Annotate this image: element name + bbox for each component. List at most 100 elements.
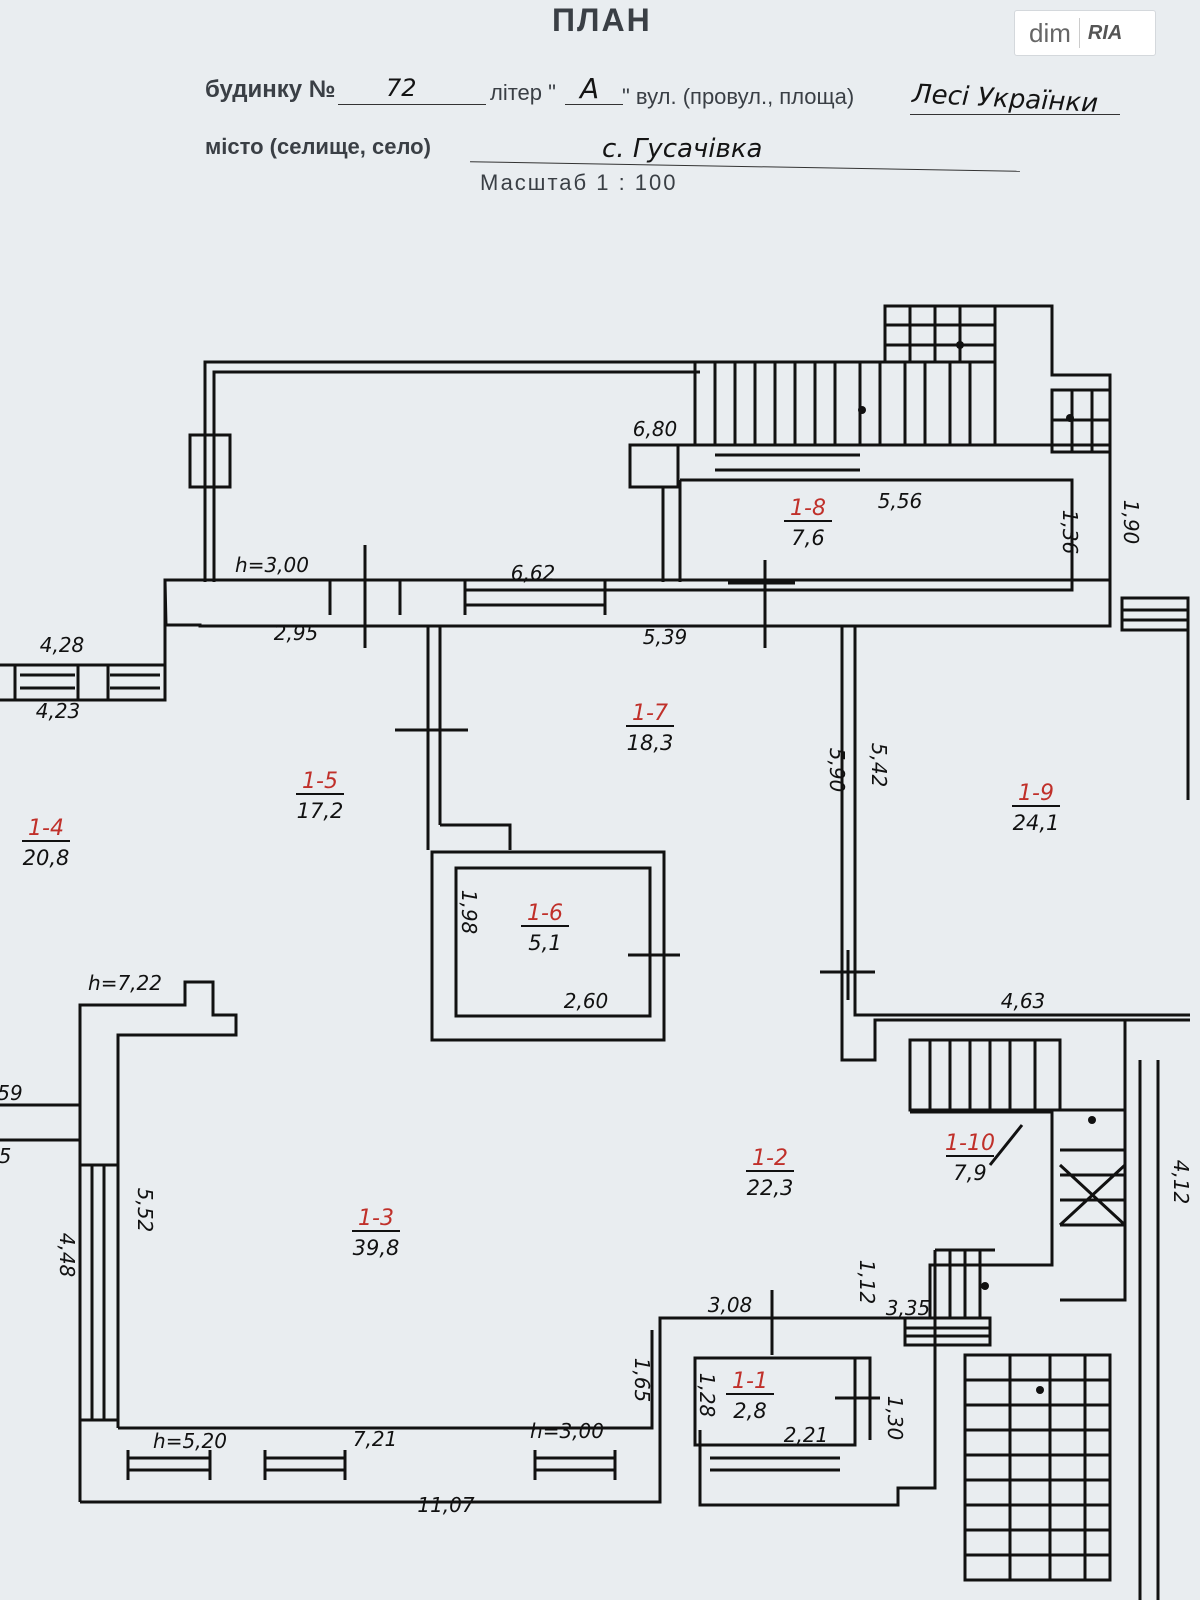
room-area-1-6: 5,1 xyxy=(528,931,561,955)
wall xyxy=(203,304,1112,582)
door-swing xyxy=(770,1290,880,1400)
window xyxy=(465,588,605,607)
scale-label: Масштаб 1 : 100 xyxy=(480,170,678,195)
stair-arrow xyxy=(858,406,866,414)
stair-arrow xyxy=(1088,1116,1096,1124)
chimney xyxy=(188,433,232,489)
dimension-label: 4,23 xyxy=(36,699,81,723)
window xyxy=(78,1163,120,1422)
wall xyxy=(661,480,682,582)
dimension-label: h=5,20 xyxy=(153,1429,227,1453)
dimension-label: 1,36 xyxy=(1058,510,1082,555)
room-area-1-7: 18,3 xyxy=(627,731,674,755)
dimension-label: 4,28 xyxy=(40,633,85,657)
page-title: ПЛАН xyxy=(552,2,652,38)
stair xyxy=(1058,1163,1127,1227)
room-area-1-4: 20,8 xyxy=(23,846,70,870)
stair-arrow xyxy=(956,341,964,349)
room-id-1-2: 1-2 xyxy=(752,1146,788,1171)
window xyxy=(715,453,860,472)
room-id-1-5: 1-5 xyxy=(302,769,338,794)
watermark-dim: dim xyxy=(1029,17,1071,48)
stair xyxy=(1050,388,1112,454)
window xyxy=(328,580,607,615)
room-id-1-4: 1-4 xyxy=(28,816,64,841)
dimension-label: 4,12 xyxy=(1169,1160,1193,1205)
dimension-label: 5,52 xyxy=(133,1188,157,1233)
wall xyxy=(78,980,238,1502)
wall xyxy=(910,1110,1054,1318)
street-underline xyxy=(910,114,1120,115)
dimension-label: 4,63 xyxy=(1001,989,1046,1013)
room-id-1-10: 1-10 xyxy=(945,1131,995,1156)
stair xyxy=(908,1038,1062,1112)
dimension-label: 1,98 xyxy=(457,890,481,935)
room-id-1-3: 1-3 xyxy=(358,1206,394,1231)
room-area-1-1: 2,8 xyxy=(733,1399,766,1423)
watermark-divider xyxy=(1078,18,1080,48)
dimension-label: 1,30 xyxy=(883,1396,907,1441)
house-number-underline xyxy=(338,104,486,105)
window xyxy=(903,1316,992,1347)
dimension-label: 2,95 xyxy=(274,621,319,645)
stair-arrow xyxy=(1066,414,1074,422)
stair xyxy=(1060,1108,1127,1302)
wall xyxy=(454,866,652,1018)
window xyxy=(13,665,160,700)
dimension-label: 59 xyxy=(0,1081,23,1105)
stair-arrow xyxy=(981,1282,989,1290)
room-labels: 1-12,81-222,31-339,81-420,81-517,21-65,1… xyxy=(22,496,1060,1423)
room-area-1-8: 7,6 xyxy=(791,526,824,550)
dimension-label: 5,39 xyxy=(643,625,688,649)
dimension-label: 1,65 xyxy=(630,1358,654,1403)
door-swing xyxy=(820,950,875,1000)
wall xyxy=(212,370,700,582)
stair xyxy=(693,360,997,447)
room-id-1-1: 1-1 xyxy=(732,1369,768,1394)
stair xyxy=(885,306,997,400)
dimension-label: 6,62 xyxy=(511,561,556,585)
wall xyxy=(1123,1020,1160,1600)
wall xyxy=(430,850,666,1042)
wall xyxy=(693,1356,872,1447)
watermark-ria: RIA xyxy=(1087,21,1123,44)
dimension-label: 4,48 xyxy=(55,1233,79,1278)
leader-line xyxy=(988,1124,1024,1166)
dimension-label: 2,21 xyxy=(784,1423,829,1447)
dimension-label: 5 xyxy=(0,1144,11,1168)
wall xyxy=(118,1330,654,1430)
city-label: місто (селище, село) xyxy=(205,134,431,159)
dimension-label: 1,90 xyxy=(1119,500,1143,545)
house-label: будинку № xyxy=(205,76,336,103)
city-value: с. Гусачівка xyxy=(602,134,763,164)
liter-value: А xyxy=(580,72,600,105)
dimension-label: 5,90 xyxy=(825,748,849,793)
dimension-label: h=3,00 xyxy=(530,1419,604,1443)
dimension-label: 5,42 xyxy=(867,743,891,788)
room-id-1-6: 1-6 xyxy=(527,901,563,926)
stair-arrow xyxy=(1036,1386,1044,1394)
door-swing xyxy=(363,545,795,648)
window xyxy=(126,1450,617,1480)
dimension-label: 5,56 xyxy=(878,489,923,513)
dimension-label: 1,28 xyxy=(695,1373,719,1418)
room-id-1-7: 1-7 xyxy=(632,701,668,726)
room-area-1-10: 7,9 xyxy=(953,1161,986,1185)
liter-label: літер " xyxy=(490,80,556,105)
wall xyxy=(426,626,512,850)
wall xyxy=(598,443,1112,598)
liter-underline xyxy=(565,104,623,105)
stair xyxy=(963,1353,1112,1582)
dimension-label: 3,08 xyxy=(708,1293,753,1317)
window xyxy=(1120,596,1190,632)
dimension-label: 11,07 xyxy=(417,1493,475,1517)
street-label: " вул. (провул., площа) xyxy=(622,84,855,109)
wall xyxy=(163,578,1112,628)
stair xyxy=(933,1248,995,1318)
dimension-label: 3,35 xyxy=(886,1296,931,1320)
room-area-1-9: 24,1 xyxy=(1013,811,1060,835)
dimension-label: 7,21 xyxy=(353,1427,398,1451)
room-area-1-2: 22,3 xyxy=(747,1176,794,1200)
